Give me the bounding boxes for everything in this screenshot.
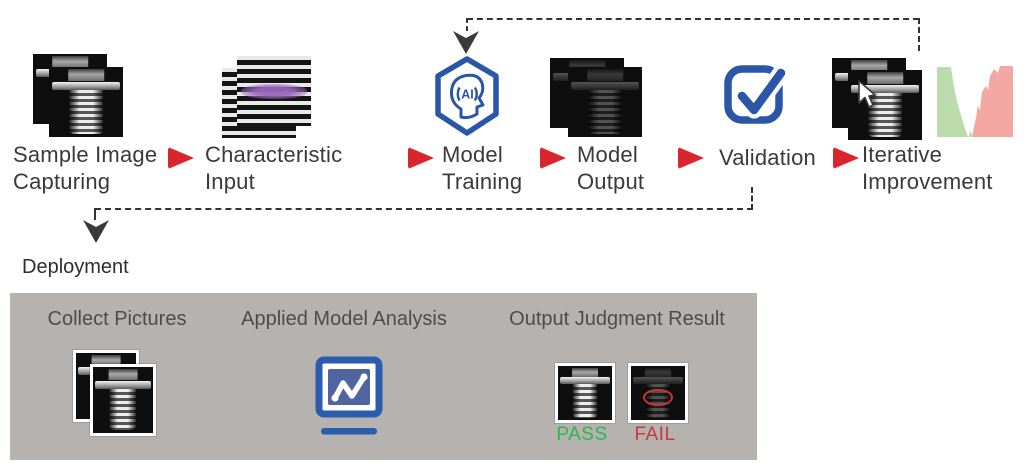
pass-label: PASS [556,424,608,445]
flow-arrow-icon [408,147,434,169]
step-label-model-output: Model Output [577,142,645,194]
collect-pictures-photo-stack [73,350,163,442]
feedback-loop-top-line [467,18,919,20]
monitor-graph-icon [315,356,383,438]
purple-highlight-region [241,84,307,99]
flow-arrow-icon [168,147,194,169]
characteristic-input-photo-stack [222,56,314,142]
deployment-connector-right-line [751,187,753,210]
step-label-characteristic-input: Characteristic Input [205,142,343,194]
panel-label-output-judgment-result: Output Judgment Result [509,308,725,330]
feedback-loop-right-line [918,18,920,51]
fail-label: FAIL [634,424,676,445]
model-output-photo-stack [550,58,642,140]
step-label-model-training: Model Training [442,142,523,194]
ai-hexagon-icon: AI [427,54,507,138]
feedback-arrow-down-icon [452,31,480,55]
deployment-connector-left-stub [94,208,96,220]
step-label-sample-image-capturing: Sample Image Capturing [13,142,158,194]
deployment-title: Deployment [22,256,129,278]
threads-photo-front [237,56,311,126]
cursor-icon [856,80,876,110]
ai-icon-text: AI [461,88,474,102]
checkbox-check-icon [721,56,790,132]
deployment-panel: Collect Pictures Applied Model Analysis … [10,293,757,460]
iterative-improvement-photo-stack [832,56,924,142]
step-label-validation: Validation [719,145,816,170]
step-label-iterative-improvement: Iterative Improvement [862,142,993,194]
flow-arrow-icon [540,147,566,169]
sample-image-photo-stack [33,54,125,140]
screw-photo-front [49,67,123,137]
framed-screw-photo-front [90,364,156,436]
fail-image [628,363,688,423]
defect-circle-annotation [643,388,673,406]
panel-label-applied-model-analysis: Applied Model Analysis [241,308,447,330]
panel-label-collect-pictures: Collect Pictures [47,308,187,330]
histogram-distribution-image [935,64,1015,140]
deployment-connector-horizontal-line [95,208,753,210]
feedback-loop-left-stub [466,18,468,31]
flow-arrow-icon [833,147,859,169]
pass-image [555,363,615,423]
deployment-arrow-down-icon [82,219,110,245]
dark-screw-photo-front [568,67,642,137]
flow-arrow-icon [678,147,704,169]
